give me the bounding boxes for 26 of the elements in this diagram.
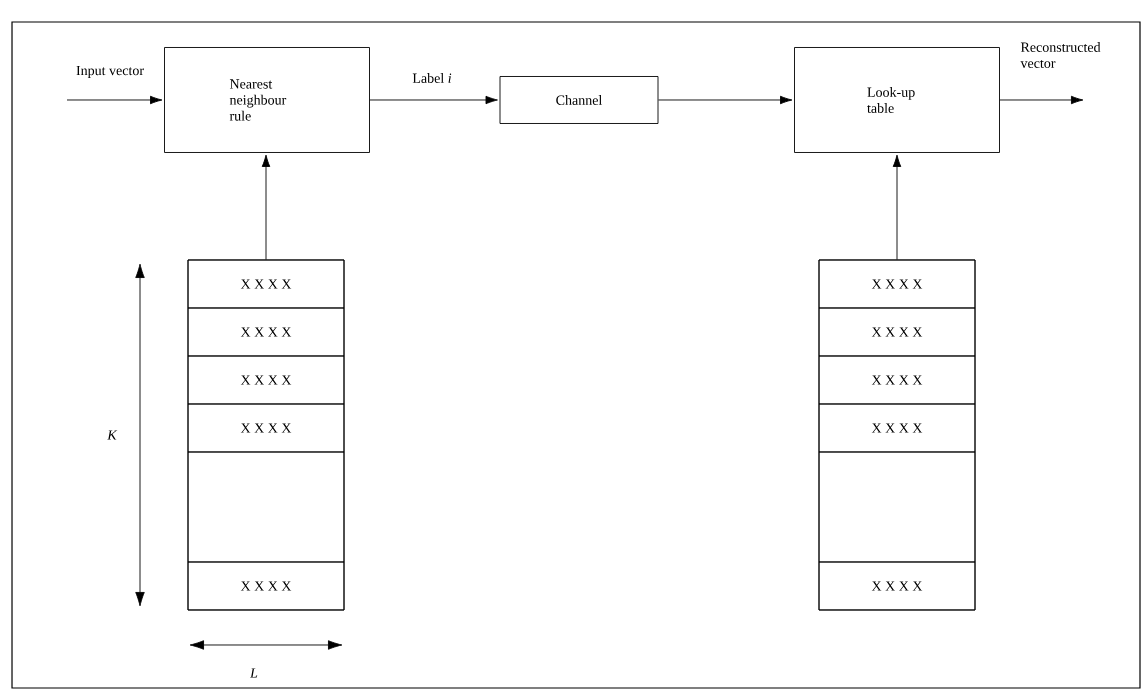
arrow <box>66 95 163 105</box>
table-row: X X X X <box>818 355 976 405</box>
arrow <box>999 95 1084 105</box>
table-row: X X X X <box>187 307 345 357</box>
table-row: X X X X <box>187 355 345 405</box>
process-box: Nearest neighbour rule <box>164 47 370 153</box>
arrow <box>261 154 271 260</box>
table-row: X X X X <box>818 561 976 611</box>
table-row: X X X X <box>818 307 976 357</box>
dimension-label: K <box>107 430 118 440</box>
table-row <box>818 451 976 563</box>
process-box: Channel <box>499 76 659 124</box>
table-row: X X X X <box>187 403 345 453</box>
table-row: X X X X <box>187 259 345 309</box>
arrow <box>892 154 902 260</box>
dimension-label: L <box>249 668 258 678</box>
arrow <box>658 95 793 105</box>
edge-label: Label i <box>411 72 453 84</box>
table-row: X X X X <box>187 561 345 611</box>
process-box: Look-up table <box>794 47 1000 153</box>
arrow <box>369 95 498 105</box>
table-row: X X X X <box>818 259 976 309</box>
table-row <box>187 451 345 563</box>
edge-label: Reconstructed vector <box>1019 41 1101 69</box>
edge-label: Input vector <box>75 64 146 80</box>
table-row: X X X X <box>818 403 976 453</box>
